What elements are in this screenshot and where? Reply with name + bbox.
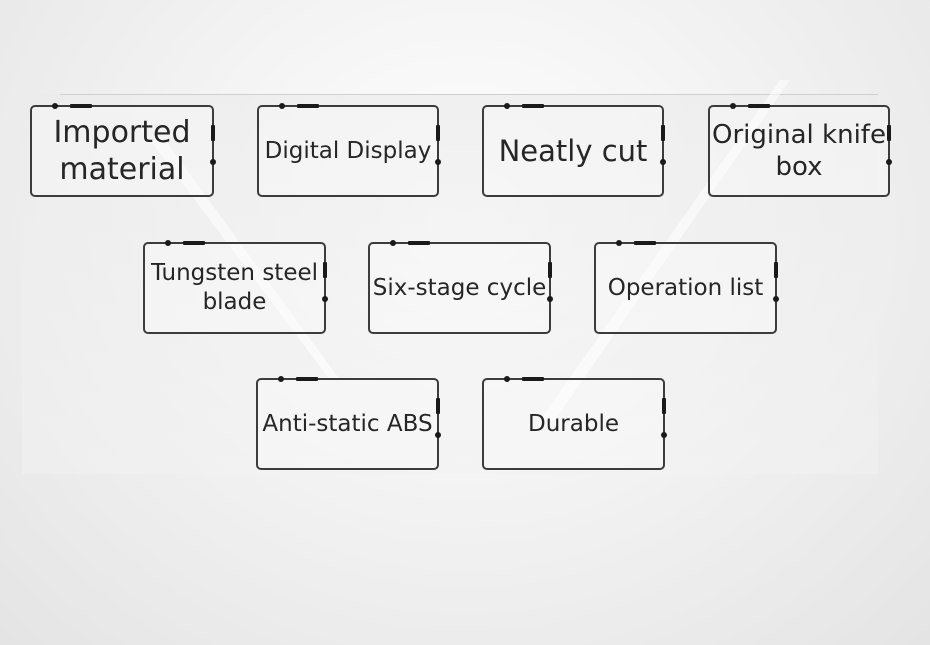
side-bar-icon: [662, 398, 666, 414]
feature-label: Tungsten steel blade: [150, 260, 319, 315]
feature-label: Durable: [528, 410, 619, 437]
feature-label: Operation list: [607, 274, 764, 301]
side-bar-icon: [436, 398, 440, 414]
corner-dot-icon: [504, 103, 510, 109]
corner-dot-icon: [210, 159, 216, 165]
corner-dot-icon: [661, 432, 667, 438]
feature-label: Neatly cut: [498, 133, 648, 168]
feature-label: Anti-static ABS: [262, 410, 433, 437]
corner-dot-icon: [547, 296, 553, 302]
corner-dot-icon: [616, 240, 622, 246]
feature-card-operation-list: Operation list: [594, 240, 779, 334]
feature-card-digital-display: Digital Display: [257, 103, 441, 197]
corner-bar-icon: [296, 377, 318, 381]
corner-dot-icon: [730, 103, 736, 109]
corner-dot-icon: [278, 376, 284, 382]
side-bar-icon: [323, 262, 327, 278]
panel-top-line: [60, 94, 878, 95]
feature-card-neatly-cut: Neatly cut: [482, 103, 666, 197]
corner-bar-icon: [297, 104, 319, 108]
side-bar-icon: [887, 125, 891, 141]
corner-dot-icon: [660, 159, 666, 165]
corner-bar-icon: [70, 104, 92, 108]
corner-dot-icon: [504, 376, 510, 382]
corner-dot-icon: [886, 159, 892, 165]
corner-dot-icon: [165, 240, 171, 246]
corner-dot-icon: [435, 159, 441, 165]
corner-dot-icon: [52, 103, 58, 109]
feature-card-durable: Durable: [482, 376, 667, 470]
corner-bar-icon: [408, 241, 430, 245]
corner-dot-icon: [279, 103, 285, 109]
side-bar-icon: [548, 262, 552, 278]
feature-card-tungsten-steel-blade: Tungsten steel blade: [143, 240, 328, 334]
feature-label: Imported material: [53, 114, 191, 188]
feature-card-imported-material: Imported material: [30, 103, 216, 197]
corner-bar-icon: [183, 241, 205, 245]
side-bar-icon: [211, 125, 215, 141]
feature-label: Digital Display: [264, 137, 432, 164]
corner-bar-icon: [522, 104, 544, 108]
corner-dot-icon: [773, 296, 779, 302]
feature-label: Original knife box: [712, 119, 886, 183]
side-bar-icon: [436, 125, 440, 141]
side-bar-icon: [774, 262, 778, 278]
feature-card-six-stage-cycle: Six-stage cycle: [368, 240, 553, 334]
side-bar-icon: [661, 125, 665, 141]
corner-dot-icon: [435, 432, 441, 438]
corner-bar-icon: [522, 377, 544, 381]
corner-bar-icon: [634, 241, 656, 245]
corner-dot-icon: [390, 240, 396, 246]
feature-card-anti-static-abs: Anti-static ABS: [256, 376, 441, 470]
feature-label: Six-stage cycle: [372, 274, 547, 301]
corner-bar-icon: [748, 104, 770, 108]
feature-card-original-knife-box: Original knife box: [708, 103, 892, 197]
corner-dot-icon: [322, 296, 328, 302]
